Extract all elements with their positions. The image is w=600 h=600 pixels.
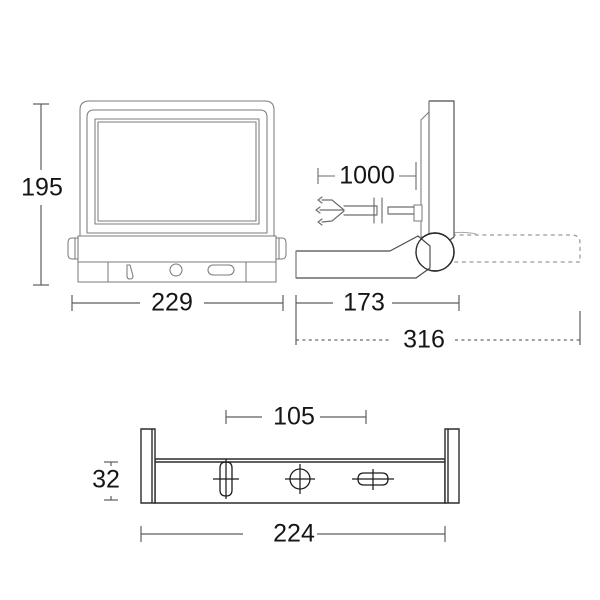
front-panel-slot <box>126 264 134 280</box>
dimension-label-1000: 1000 <box>339 162 395 190</box>
dimension-depth-173: 173 <box>295 289 460 317</box>
dimension-label-195: 195 <box>21 174 63 202</box>
front-lens-inner <box>97 121 257 222</box>
front-base-body <box>77 235 277 283</box>
dimension-label-229: 229 <box>151 289 193 317</box>
front-left-end-cap <box>67 237 79 260</box>
cable-tip-middle <box>315 206 321 214</box>
dimension-label-105: 105 <box>273 403 315 431</box>
bracket-right-tab <box>444 428 460 504</box>
view-bracket-plan: 105 32 224 <box>92 403 460 548</box>
front-indicator-icon <box>207 264 235 276</box>
cable-tip-bottom <box>317 218 323 226</box>
front-lens-panel <box>94 118 260 225</box>
front-right-end-cap <box>275 237 287 260</box>
dimension-label-173: 173 <box>343 289 385 317</box>
dimension-bracket-height-32: 32 <box>92 461 120 501</box>
dimension-height-195: 195 <box>21 103 63 286</box>
view-side-elevation: 1000 173 316 <box>295 100 581 354</box>
side-cable-gland <box>413 204 423 222</box>
dimension-spacing-105: 105 <box>225 403 367 431</box>
side-hinge-pivot-overlay <box>415 232 455 272</box>
side-cable-assembly <box>315 196 415 226</box>
front-sensor-hole-icon <box>169 263 183 277</box>
bracket-left-tab <box>140 428 156 504</box>
front-housing-outer <box>79 100 275 241</box>
side-mounting-arm <box>295 235 431 279</box>
dimension-overall-316: 316 <box>295 311 581 354</box>
cable-conductor-bottom <box>321 210 345 223</box>
front-housing-frame <box>86 109 268 234</box>
dimension-bracket-width-224: 224 <box>140 520 446 548</box>
dimension-label-224: 224 <box>273 520 315 548</box>
dimension-width-229: 229 <box>71 289 284 317</box>
cable-sheath-right <box>387 206 415 215</box>
bracket-vertical-slot-hole <box>213 459 239 499</box>
dimension-label-32: 32 <box>92 466 120 494</box>
side-head-body <box>428 100 455 248</box>
view-front-elevation: 195 229 <box>21 100 287 317</box>
bracket-round-hole <box>285 464 315 494</box>
bracket-horizontal-slot-hole <box>352 469 394 490</box>
dimension-cable-1000: 1000 <box>317 162 417 190</box>
cable-tip-top <box>317 196 323 204</box>
cable-conductor-top <box>321 199 345 211</box>
cable-sheath-left <box>343 205 378 216</box>
side-bracket-ghost-outline <box>448 234 581 263</box>
dimension-label-316: 316 <box>403 326 445 354</box>
